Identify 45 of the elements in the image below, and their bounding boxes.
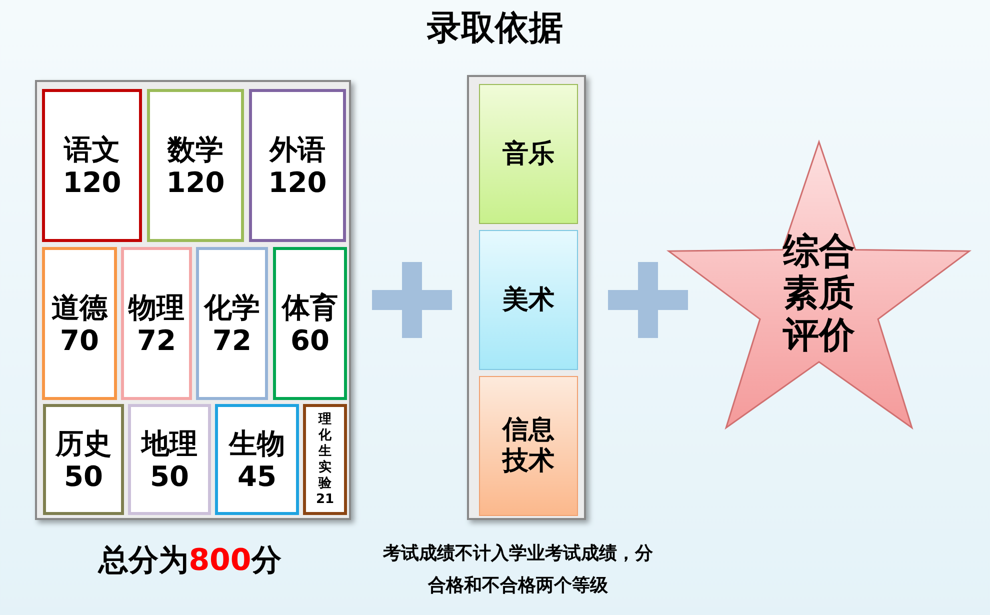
subject-card <box>479 376 578 516</box>
subject-name: 道德 <box>52 290 108 324</box>
score-value: 120 <box>166 166 225 198</box>
subject-card <box>196 247 268 400</box>
note-text: 考试成绩不计入学业考试成绩，分合格和不合格两个等级 <box>382 542 654 598</box>
subject-name: 化学 <box>204 290 260 324</box>
score-value: 50 <box>150 460 189 492</box>
subject-card <box>42 247 117 400</box>
subject-card <box>273 247 347 400</box>
score-value: 45 <box>238 460 276 492</box>
subject-card <box>43 404 124 515</box>
subject-name: 历史 <box>56 426 112 460</box>
score-value: 21 <box>316 492 334 508</box>
subject-card <box>147 89 244 242</box>
subject-card <box>479 230 578 370</box>
score-value: 60 <box>290 324 330 356</box>
subject-card <box>249 89 346 242</box>
subject-card <box>303 404 347 515</box>
panel-background <box>467 75 586 520</box>
score-value: 70 <box>60 324 99 356</box>
subject-name: 体育 <box>282 290 338 324</box>
panel-background <box>35 80 351 520</box>
star-label: 综合素质评价 <box>782 231 856 357</box>
subject-name: 音乐 <box>502 138 554 170</box>
title: 录取依据 <box>426 7 564 50</box>
subject-card <box>215 404 299 515</box>
subject-card <box>42 89 142 242</box>
score-value: 120 <box>268 166 327 198</box>
subject-card <box>128 404 211 515</box>
subject-name: 美术 <box>502 284 554 316</box>
subject-name: 物理 <box>128 290 184 324</box>
subject-name: 理化生实验 <box>318 412 332 492</box>
score-value: 72 <box>212 324 252 356</box>
subject-name: 外语 <box>270 132 326 166</box>
subject-name: 信息技术 <box>500 415 556 477</box>
subject-name: 生物 <box>229 426 285 460</box>
score-value: 120 <box>62 166 122 198</box>
subject-name: 地理 <box>142 426 198 460</box>
total-score-text: 总分为800分 <box>96 542 282 580</box>
score-value: 50 <box>64 460 103 492</box>
subject-name: 数学 <box>168 132 224 166</box>
score-value: 72 <box>137 324 176 356</box>
subject-card <box>479 84 578 224</box>
subject-card <box>121 247 192 400</box>
subject-name: 语文 <box>64 132 120 166</box>
